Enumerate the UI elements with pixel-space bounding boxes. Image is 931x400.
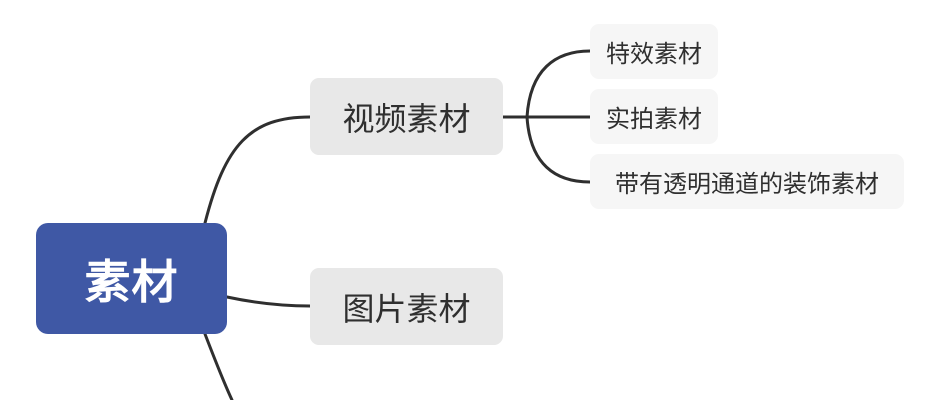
topic-image-materials-label: 图片素材 xyxy=(342,289,471,328)
topic-video-materials-label: 视频素材 xyxy=(342,99,471,138)
subtopic-live-shot-materials-label: 实拍素材 xyxy=(606,105,702,133)
root-node-label: 素材 xyxy=(84,254,179,309)
connector-root-to-video xyxy=(203,115,312,225)
connector-root-to-lower-branch xyxy=(203,332,234,400)
root-node[interactable]: 素材 xyxy=(36,223,227,334)
topic-video-materials[interactable]: 视频素材 xyxy=(310,78,503,155)
subtopic-live-shot-materials[interactable]: 实拍素材 xyxy=(590,89,718,144)
subtopic-effect-materials[interactable]: 特效素材 xyxy=(590,24,718,79)
connector-video-to-effect xyxy=(525,49,592,119)
topic-image-materials[interactable]: 图片素材 xyxy=(310,268,503,345)
connector-video-to-alpha xyxy=(525,115,592,184)
subtopic-alpha-decoration-materials-label: 带有透明通道的装饰素材 xyxy=(615,170,879,198)
connector-root-to-image xyxy=(225,295,312,308)
subtopic-alpha-decoration-materials[interactable]: 带有透明通道的装饰素材 xyxy=(590,154,904,209)
subtopic-effect-materials-label: 特效素材 xyxy=(606,40,702,68)
